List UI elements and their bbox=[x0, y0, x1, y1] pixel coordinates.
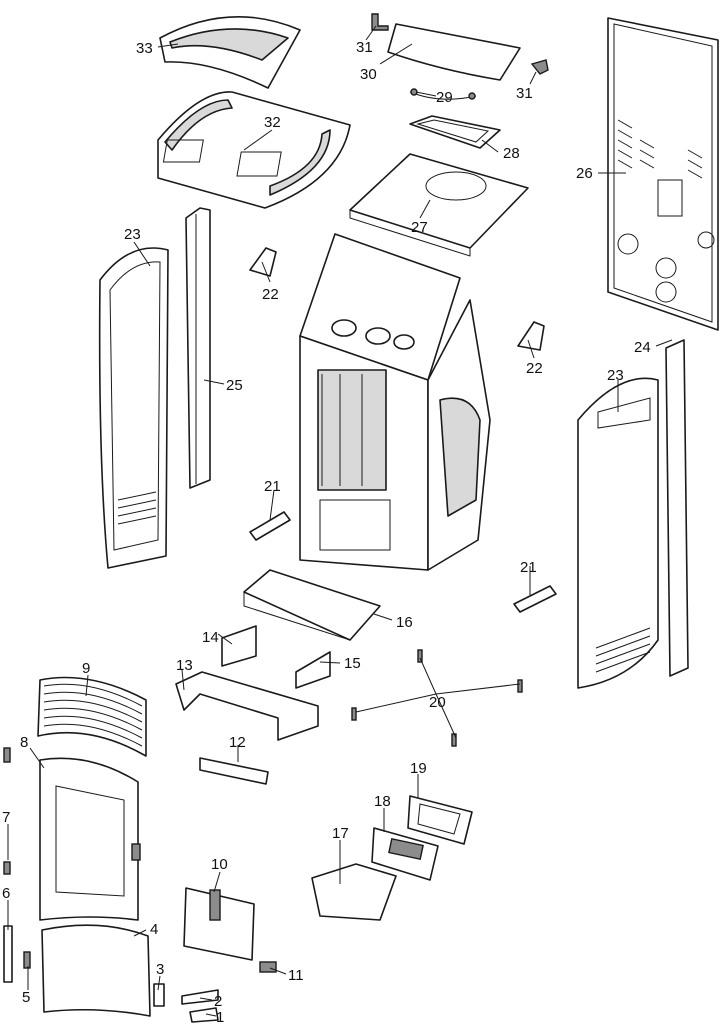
callout-6: 6 bbox=[2, 885, 10, 902]
part-18-plate bbox=[371, 827, 439, 881]
part-1-latch bbox=[189, 1007, 219, 1023]
part-14-bracket bbox=[221, 625, 257, 667]
part-21-bracket-left bbox=[249, 511, 291, 541]
part-26-back-panel bbox=[607, 17, 719, 331]
callout-12: 12 bbox=[229, 734, 246, 751]
part-32-top-frame bbox=[157, 91, 351, 209]
callout-23: 23 bbox=[124, 226, 141, 243]
callout-24: 24 bbox=[634, 339, 651, 356]
callout-21: 21 bbox=[520, 559, 537, 576]
part-19-plate bbox=[407, 795, 473, 845]
part-25-upright bbox=[185, 207, 211, 489]
part-8-door bbox=[39, 757, 141, 921]
part-31-bracket-right bbox=[530, 59, 549, 75]
callout-10: 10 bbox=[211, 856, 228, 873]
part-15-bracket bbox=[295, 651, 331, 689]
callout-31: 31 bbox=[356, 39, 373, 56]
part-17-ash-pan bbox=[311, 863, 397, 921]
callout-31: 31 bbox=[516, 85, 533, 102]
part-24-upright bbox=[665, 339, 689, 677]
leader-lines bbox=[7, 25, 673, 1017]
callout-23: 23 bbox=[607, 367, 624, 384]
part-27-top-plate bbox=[349, 153, 529, 257]
callout-17: 17 bbox=[332, 825, 349, 842]
part-9-grille bbox=[37, 676, 147, 757]
callout-9: 9 bbox=[82, 660, 90, 677]
callout-26: 26 bbox=[576, 165, 593, 182]
callout-33: 33 bbox=[136, 40, 153, 57]
part-13-frame bbox=[175, 671, 319, 741]
part-4-lower-panel bbox=[41, 924, 151, 1017]
callout-32: 32 bbox=[264, 114, 281, 131]
part-22-bracket-right bbox=[517, 321, 545, 351]
callout-30: 30 bbox=[360, 66, 377, 83]
part-33-top-cover bbox=[159, 15, 301, 89]
part-3-latch bbox=[153, 983, 165, 1007]
callout-13: 13 bbox=[176, 657, 193, 674]
callout-20: 20 bbox=[429, 694, 446, 711]
part-23-left-side-panel bbox=[98, 247, 169, 569]
stove-body bbox=[299, 233, 491, 571]
part-29-clip bbox=[409, 88, 477, 100]
callout-28: 28 bbox=[503, 145, 520, 162]
callout-19: 19 bbox=[410, 760, 427, 777]
callout-5: 5 bbox=[22, 989, 30, 1006]
callout-2: 2 bbox=[214, 993, 222, 1010]
callout-8: 8 bbox=[20, 734, 28, 751]
part-16-base-tray bbox=[243, 569, 381, 641]
callout-15: 15 bbox=[344, 655, 361, 672]
callout-1: 1 bbox=[216, 1009, 224, 1024]
part-6-hinge bbox=[3, 925, 13, 983]
part-2-latch bbox=[181, 989, 219, 1005]
callout-22: 22 bbox=[526, 360, 543, 377]
part-23-right-side-panel bbox=[577, 377, 659, 689]
callout-22: 22 bbox=[262, 286, 279, 303]
part-10-inner-door bbox=[183, 887, 255, 961]
callout-14: 14 bbox=[202, 629, 219, 646]
callout-7: 7 bbox=[2, 809, 10, 826]
part-5-pin bbox=[23, 951, 31, 969]
part-22-bracket-left bbox=[249, 247, 277, 277]
part-7-hinge bbox=[3, 747, 11, 875]
callout-11: 11 bbox=[288, 967, 304, 984]
part-21-bracket-right bbox=[513, 585, 557, 613]
part-12-plate bbox=[199, 757, 269, 785]
callout-numbers: 33 31 30 31 29 32 28 26 27 23 22 25 24 2… bbox=[2, 39, 651, 1024]
callout-29: 29 bbox=[436, 89, 453, 106]
part-11-knob bbox=[259, 961, 277, 973]
callout-4: 4 bbox=[150, 921, 158, 938]
callout-27: 27 bbox=[411, 219, 428, 236]
callout-3: 3 bbox=[156, 961, 164, 978]
callout-25: 25 bbox=[226, 377, 243, 394]
callout-21: 21 bbox=[264, 478, 281, 495]
callout-16: 16 bbox=[396, 614, 413, 631]
callout-18: 18 bbox=[374, 793, 391, 810]
part-30-top-glass bbox=[387, 23, 521, 81]
part-28-gasket bbox=[409, 115, 501, 149]
